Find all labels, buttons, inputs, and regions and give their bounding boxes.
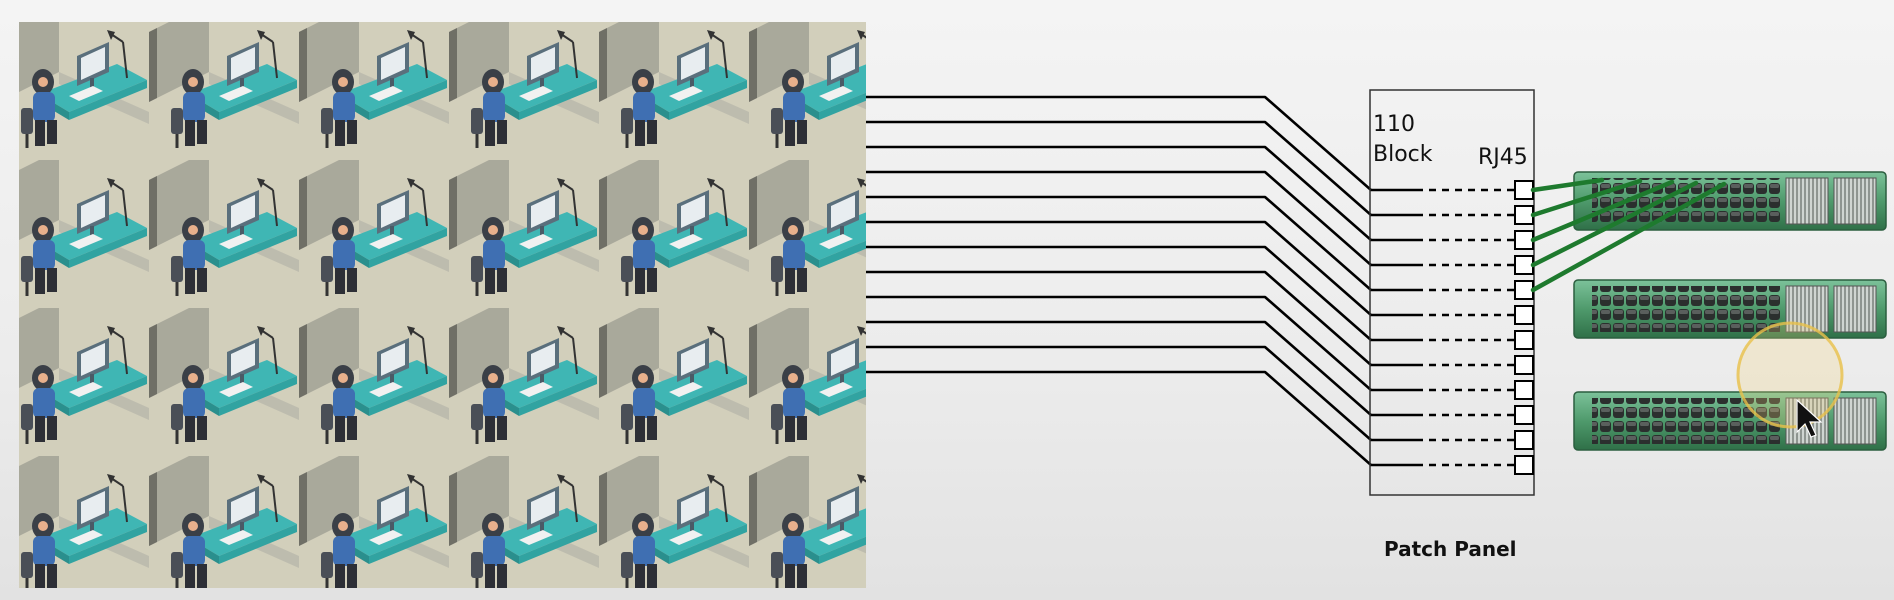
rj45-port <box>1514 405 1534 425</box>
switch-icon <box>1573 391 1887 451</box>
patch-panel-caption: Patch Panel <box>1384 537 1517 561</box>
rj45-port <box>1514 280 1534 300</box>
block-label-line1: 110 <box>1373 112 1415 137</box>
cable-run <box>866 370 1416 467</box>
patch-cable <box>1530 179 1675 243</box>
rj45-port <box>1514 305 1534 325</box>
cable-run <box>866 145 1416 242</box>
patch-cable <box>1530 181 1727 293</box>
rj45-port <box>1514 180 1534 200</box>
cable-run <box>866 220 1416 317</box>
rj45-port <box>1514 455 1534 475</box>
block-label-line2: Block <box>1373 142 1433 167</box>
cable-run <box>866 295 1416 392</box>
switch-icon <box>1573 171 1887 231</box>
office-cubicles-illustration <box>19 22 866 588</box>
cable-run <box>866 170 1416 267</box>
cable-run <box>866 245 1416 342</box>
rj45-port <box>1514 330 1534 350</box>
cable-runs <box>866 95 1416 467</box>
rj45-ports <box>1514 180 1534 475</box>
rj45-port <box>1514 355 1534 375</box>
cable-run <box>866 320 1416 417</box>
rj45-port <box>1514 430 1534 450</box>
cable-run <box>866 345 1416 442</box>
rj45-label: RJ45 <box>1478 145 1528 170</box>
rj45-port <box>1514 255 1534 275</box>
rj45-port <box>1514 230 1534 250</box>
cable-run <box>866 120 1416 217</box>
cable-run <box>866 270 1416 367</box>
rj45-port <box>1514 380 1534 400</box>
patch-cable <box>1530 178 1643 218</box>
switch-icon <box>1573 279 1887 339</box>
patch-cables <box>1530 177 1727 293</box>
patch-cable <box>1530 180 1699 268</box>
punch-down-links <box>1416 188 1514 467</box>
patch-cable <box>1530 177 1605 193</box>
office-illustration-svg <box>19 22 866 588</box>
cable-run <box>866 195 1416 292</box>
block-110-label: 110 Block <box>1373 110 1433 170</box>
cable-run <box>866 95 1416 192</box>
rj45-port <box>1514 205 1534 225</box>
cursor-icon <box>1736 321 1844 438</box>
